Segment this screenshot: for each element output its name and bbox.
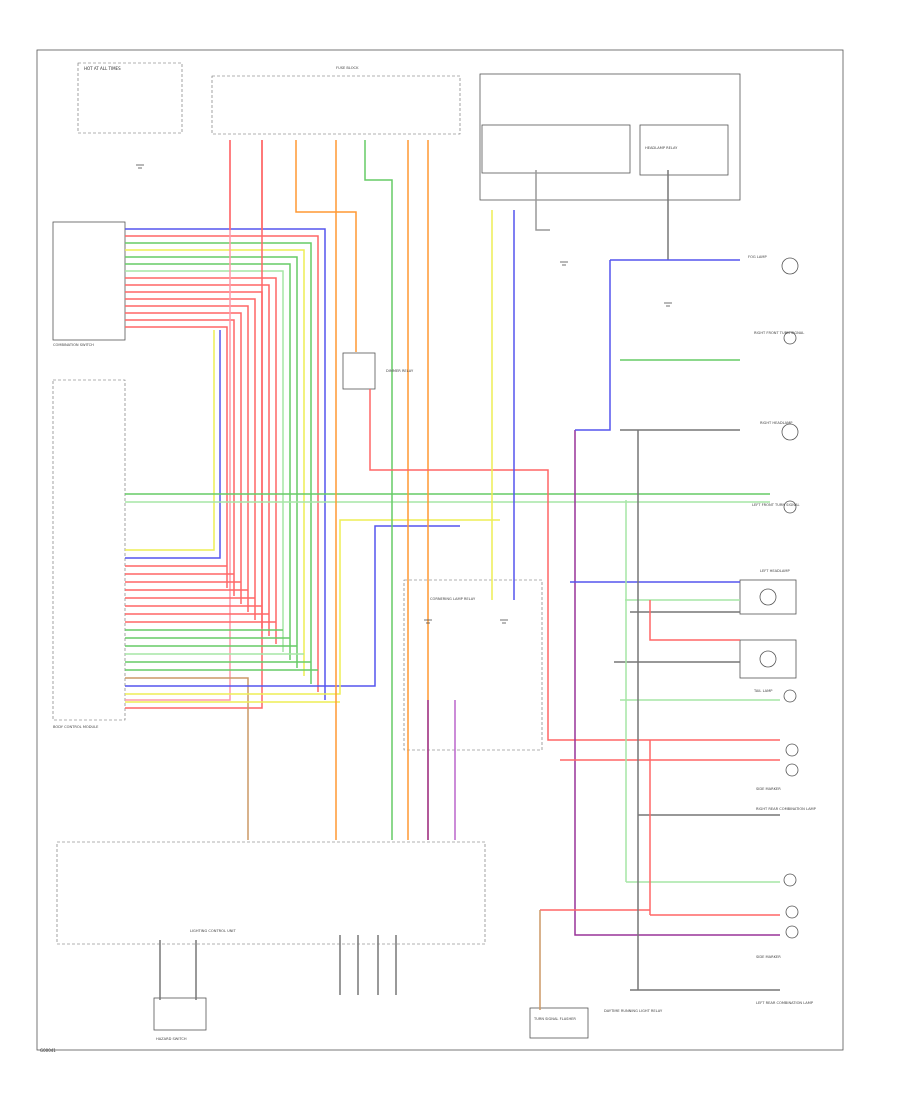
fuse-block-top-left: HOT AT ALL TIMES — [77, 62, 183, 134]
hazard-switch-box: HAZARD SWITCH — [153, 997, 207, 1041]
wire-harness-combination-switch — [125, 140, 326, 709]
tail-lamp-label: TAIL LAMP — [753, 689, 773, 693]
headlamp-relay-box — [639, 124, 729, 176]
right-side-marker-label: SIDE MARKER — [756, 787, 781, 791]
right-headlamp-box — [739, 639, 797, 679]
hazard-switch-label: HAZARD SWITCH — [156, 1037, 187, 1041]
turn-signal-wires — [125, 493, 770, 503]
body-control-module-label: BODY CONTROL MODULE — [53, 725, 99, 729]
daytime-running-light-relay-label: DAYTIME RUNNING LIGHT RELAY — [604, 1009, 663, 1013]
fuse-block-top-right — [479, 73, 741, 201]
combination-switch-label: COMBINATION SWITCH — [53, 343, 94, 347]
footer-code: G00041 — [40, 1048, 56, 1053]
front-lamp-symbols — [781, 257, 799, 939]
combination-switch-box: COMBINATION SWITCH — [52, 221, 126, 347]
right-front-turn-signal-label: RIGHT FRONT TURN SIGNAL — [754, 331, 804, 335]
right-headlamp-label: RIGHT HEADLAMP — [760, 421, 793, 425]
right-side-wires — [539, 259, 780, 1010]
left-side-marker-label: SIDE MARKER — [756, 955, 781, 959]
cornering-lamp-relay-label: CORNERING LAMP RELAY — [430, 597, 476, 601]
turn-signal-flasher-box — [529, 1007, 589, 1039]
ground-symbols — [136, 164, 672, 624]
dimmer-relay-box — [342, 352, 376, 390]
cornering-lamp-relay-box — [403, 579, 543, 751]
left-front-turn-signal-label: LEFT FRONT TURN SIGNAL — [752, 503, 799, 507]
fuse-block-label: FUSE BLOCK — [336, 66, 359, 70]
control-unit-wires — [159, 700, 456, 1000]
right-rear-combination-lamp-label: RIGHT REAR COMBINATION LAMP — [756, 807, 817, 811]
left-headlamp-box — [739, 579, 797, 615]
headlamp-relay-label: HEADLAMP RELAY — [645, 146, 678, 150]
body-control-module-box: BODY CONTROL MODULE — [52, 379, 126, 729]
lighting-control-unit-box: LIGHTING CONTROL UNIT — [56, 841, 486, 945]
fuse-feed-wires — [229, 140, 780, 840]
diagram-border — [36, 49, 844, 1051]
fog-lamp-label: FOG LAMP — [748, 255, 767, 259]
fuse-block-caption: HOT AT ALL TIMES — [84, 66, 121, 71]
left-rear-combination-lamp-label: LEFT REAR COMBINATION LAMP — [756, 1001, 814, 1005]
dimmer-relay-label: DIMMER RELAY — [386, 369, 414, 373]
lighting-control-unit-label: LIGHTING CONTROL UNIT — [190, 929, 236, 933]
turn-signal-flasher-label: TURN SIGNAL FLASHER — [533, 1017, 576, 1021]
left-headlamp-label: LEFT HEADLAMP — [760, 569, 790, 573]
fuse-block-top-center — [211, 75, 461, 135]
bcm-row-wires — [125, 330, 500, 840]
relay-box-top-right — [481, 124, 631, 174]
